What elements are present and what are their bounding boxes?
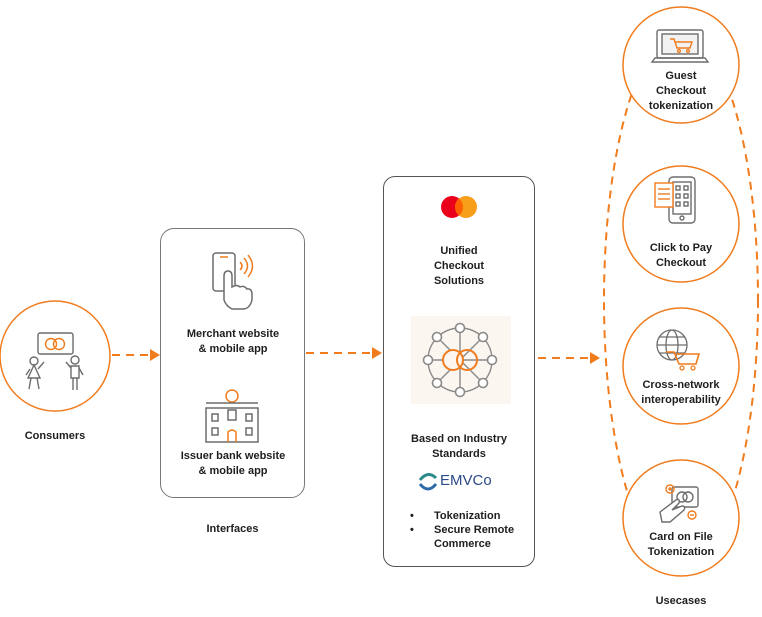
interfaces-section-label: Interfaces — [206, 523, 259, 535]
standards-label-line-1: Based on Industry — [411, 433, 507, 445]
consumers-label: Consumers — [24, 430, 86, 442]
globe-cart-icon — [656, 329, 701, 371]
standards-label-line-2: Standards — [432, 448, 486, 460]
bullet-marker-2: • — [410, 524, 414, 536]
solutions-bullet-list: • Tokenization • Secure Remote Commerce — [410, 509, 514, 551]
solutions-title-line-2: Checkout — [433, 260, 485, 272]
hand-card-icon — [659, 484, 699, 523]
usecase-circle-card-on-file — [622, 459, 740, 577]
emvco-logo-text: EMVCo — [440, 472, 492, 489]
usecase-label-card-on-file: Card on File Tokenization — [636, 530, 726, 560]
usecase-circle-guest — [622, 6, 740, 124]
usecase-cof-line-2: Tokenization — [647, 546, 715, 558]
merchant-label-line-2: & mobile app — [198, 343, 268, 355]
usecase-label-guest: Guest Checkout tokenization — [636, 69, 726, 114]
bullet-item-1: • Tokenization — [410, 509, 514, 523]
network-hub-icon — [411, 316, 511, 404]
usecases-section-label: Usecases — [655, 595, 707, 607]
solutions-title: Unified Checkout Solutions — [400, 244, 518, 289]
issuer-label-line-1: Issuer bank website — [180, 450, 286, 462]
usecase-label-cross-network: Cross-network interoperability — [631, 378, 731, 408]
usecase-guest-line-3: tokenization — [648, 100, 714, 112]
laptop-cart-icon — [650, 29, 710, 63]
bullet-item-2: • Secure Remote — [410, 523, 514, 537]
bullet-marker-1: • — [410, 510, 414, 522]
consumers-circle — [0, 300, 111, 412]
usecase-cof-line-1: Card on File — [649, 531, 713, 543]
issuer-label-line-2: & mobile app — [198, 465, 268, 477]
bullet-text-1: Tokenization — [434, 510, 501, 522]
consumers-icon — [25, 332, 84, 390]
usecase-circle-click-to-pay — [622, 165, 740, 283]
issuer-label: Issuer bank website & mobile app — [172, 449, 294, 479]
bullet-item-3-continuation: Commerce — [410, 537, 514, 551]
usecase-click-line-2: Checkout — [655, 257, 707, 269]
solutions-title-line-3: Solutions — [433, 275, 485, 287]
mastercard-logo-icon — [441, 196, 477, 218]
interfaces-box — [160, 228, 305, 498]
emvco-logo-icon: EMVCo — [418, 472, 492, 491]
tap-phone-icon — [212, 252, 254, 310]
phone-list-icon — [654, 176, 696, 224]
usecase-cross-line-1: Cross-network — [642, 379, 720, 391]
solutions-title-line-1: Unified — [440, 245, 478, 257]
usecase-guest-line-1: Guest — [665, 70, 697, 82]
standards-label: Based on Industry Standards — [393, 432, 525, 462]
usecase-cross-line-2: interoperability — [641, 394, 721, 406]
merchant-label-line-1: Merchant website — [186, 328, 280, 340]
merchant-label: Merchant website & mobile app — [172, 327, 294, 357]
usecase-guest-line-2: Checkout — [655, 85, 707, 97]
bank-building-icon — [205, 389, 259, 443]
usecase-label-click-to-pay: Click to Pay Checkout — [636, 241, 726, 271]
usecase-click-line-1: Click to Pay — [649, 242, 713, 254]
bullet-text-3: Commerce — [434, 538, 491, 550]
usecases-dashed-ellipse — [603, 31, 759, 569]
bullet-text-2: Secure Remote — [434, 524, 515, 536]
